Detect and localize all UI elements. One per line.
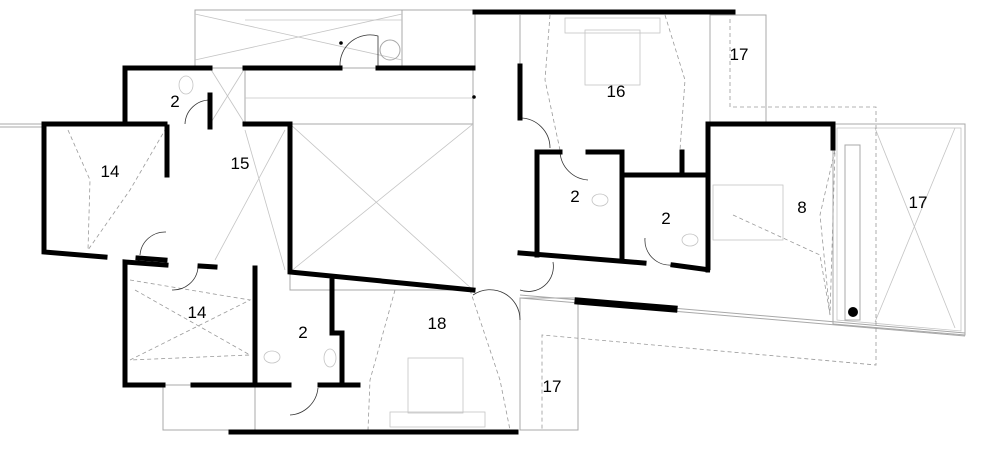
room-label-balcony-bottom: 17 (542, 377, 562, 396)
bed-bottom (407, 357, 464, 414)
room-label-master-bedroom: 8 (797, 198, 807, 217)
stair-treads (245, 19, 473, 99)
room-label-left-upper: 14 (100, 162, 120, 181)
bed-master (712, 184, 784, 241)
walls (41, 9, 858, 435)
room-label-bath-a: 2 (570, 187, 580, 206)
room-label-bedroom-bottom: 18 (427, 314, 447, 333)
room-label-left-lower: 14 (187, 303, 207, 322)
bed-top (584, 29, 641, 86)
room-label-bath-b: 2 (661, 209, 671, 228)
room-label-bedroom-top: 16 (606, 82, 626, 101)
doors (139, 34, 673, 416)
room-label-hall: 15 (230, 154, 250, 173)
room-label-bath-top-left: 2 (170, 92, 180, 111)
room-label-balcony-top: 17 (729, 45, 749, 64)
column (848, 307, 858, 317)
room-label-bath-lower: 2 (298, 323, 308, 342)
room-label-terrace-right: 17 (908, 193, 928, 212)
dashed-lines (67, 14, 877, 431)
